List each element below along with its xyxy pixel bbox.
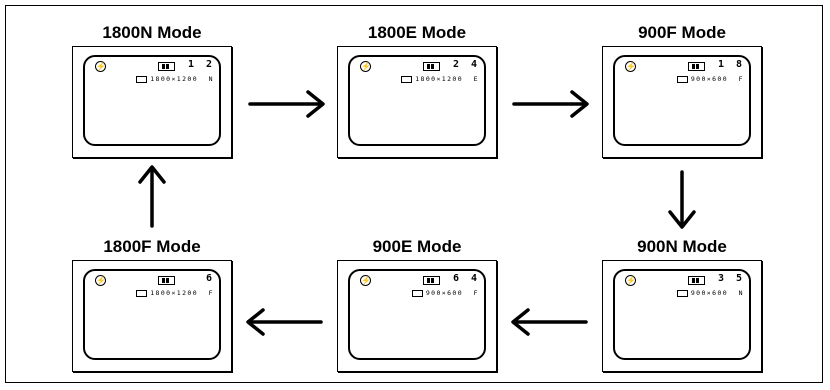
- battery-icon: [423, 276, 440, 285]
- lcd-screen: ⚡ 1 2 1800×1200 N: [72, 46, 232, 158]
- resolution-row: 1800×1200 F: [136, 289, 214, 297]
- mode-900n: 900N Mode ⚡ 3 5 900×600 N: [602, 237, 762, 372]
- shots-remaining: 1 8: [717, 59, 745, 70]
- flash-off-icon: ⚡: [95, 61, 106, 72]
- image-size-icon: [401, 75, 413, 83]
- mode-1800n: 1800N Mode ⚡ 1 2 1800×1200 N: [72, 23, 232, 158]
- flash-off-icon: ⚡: [360, 275, 371, 286]
- resolution-text: 1800×1200 F: [150, 289, 214, 297]
- flash-off-icon: ⚡: [625, 275, 636, 286]
- mode-900f: 900F Mode ⚡ 1 8 900×600 F: [602, 23, 762, 158]
- battery-icon: [158, 276, 175, 285]
- resolution-row: 900×600 F: [676, 75, 744, 83]
- flash-off-icon: ⚡: [360, 61, 371, 72]
- flash-off-icon: ⚡: [625, 61, 636, 72]
- mode-title: 1800F Mode: [103, 237, 201, 256]
- image-size-icon: [676, 75, 688, 83]
- lcd-screen: ⚡ 1 8 900×600 F: [602, 46, 762, 158]
- mode-900e: 900E Mode ⚡ 6 4 900×600 F: [337, 237, 497, 372]
- arrow-right-icon: [248, 90, 325, 118]
- lcd-screen: ⚡ 3 5 900×600 N: [602, 260, 762, 372]
- mode-1800f: 1800F Mode ⚡ 6 1800×1200 F: [72, 237, 232, 372]
- battery-icon: [423, 62, 440, 71]
- resolution-text: 1800×1200 E: [415, 75, 479, 83]
- arrow-left-icon: [246, 308, 323, 336]
- diagram-frame: [5, 5, 823, 383]
- shots-remaining: 2 4: [452, 59, 480, 70]
- lcd-display: ⚡ 6 1800×1200 F: [83, 269, 221, 360]
- shots-remaining: 6 4: [452, 273, 480, 284]
- arrow-down-icon: [668, 170, 696, 229]
- arrow-right-icon: [512, 90, 589, 118]
- lcd-screen: ⚡ 6 1800×1200 F: [72, 260, 232, 372]
- lcd-screen: ⚡ 2 4 1800×1200 E: [337, 46, 497, 158]
- resolution-text: 900×600 F: [690, 75, 744, 83]
- shots-remaining: 3 5: [717, 273, 745, 284]
- mode-title: 1800E Mode: [367, 23, 467, 42]
- mode-title: 1800N Mode: [102, 23, 202, 42]
- image-size-icon: [411, 289, 423, 297]
- arrow-up-icon: [138, 165, 166, 228]
- resolution-row: 1800×1200 E: [401, 75, 479, 83]
- image-size-icon: [136, 289, 148, 297]
- battery-icon: [158, 62, 175, 71]
- mode-title: 900F Mode: [638, 23, 726, 42]
- battery-icon: [688, 62, 705, 71]
- flash-off-icon: ⚡: [95, 275, 106, 286]
- image-size-icon: [676, 289, 688, 297]
- lcd-display: ⚡ 1 8 900×600 F: [613, 55, 751, 146]
- shots-remaining: 1 2: [187, 59, 215, 70]
- resolution-row: 900×600 N: [676, 289, 744, 297]
- lcd-display: ⚡ 6 4 900×600 F: [348, 269, 486, 360]
- mode-1800e: 1800E Mode ⚡ 2 4 1800×1200 E: [337, 23, 497, 158]
- battery-icon: [688, 276, 705, 285]
- resolution-text: 900×600 F: [425, 289, 479, 297]
- arrow-left-icon: [511, 308, 588, 336]
- resolution-text: 900×600 N: [690, 289, 744, 297]
- resolution-text: 1800×1200 N: [150, 75, 214, 83]
- resolution-row: 1800×1200 N: [136, 75, 214, 83]
- shots-remaining: 6: [205, 273, 215, 284]
- lcd-display: ⚡ 2 4 1800×1200 E: [348, 55, 486, 146]
- lcd-display: ⚡ 1 2 1800×1200 N: [83, 55, 221, 146]
- mode-title: 900E Mode: [372, 237, 462, 256]
- lcd-screen: ⚡ 6 4 900×600 F: [337, 260, 497, 372]
- resolution-row: 900×600 F: [411, 289, 479, 297]
- image-size-icon: [136, 75, 148, 83]
- lcd-display: ⚡ 3 5 900×600 N: [613, 269, 751, 360]
- mode-title: 900N Mode: [637, 237, 727, 256]
